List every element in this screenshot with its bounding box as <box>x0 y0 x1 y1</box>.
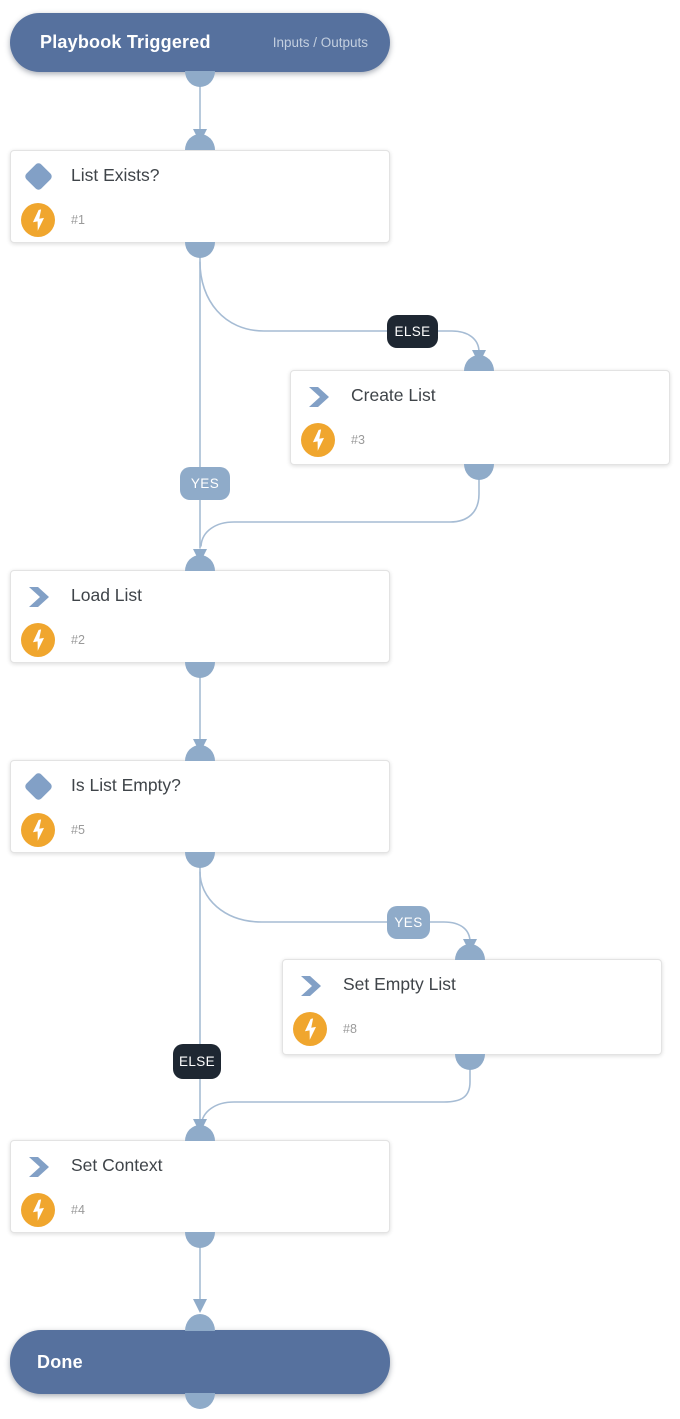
automation-bolt-icon <box>21 203 55 237</box>
task-node-set-context[interactable]: Set Context #4 <box>10 1140 390 1233</box>
connector-dome[interactable] <box>185 242 215 258</box>
task-title: Set Empty List <box>343 974 456 994</box>
task-id: #4 <box>71 1203 85 1217</box>
task-chevron-icon <box>24 582 54 612</box>
connector-dome[interactable] <box>185 1393 215 1409</box>
end-node-title: Done <box>37 1351 83 1372</box>
connector-dome[interactable] <box>185 745 215 761</box>
automation-bolt-icon <box>21 1193 55 1227</box>
edge-set-empty-list-to-set-context <box>200 1061 471 1127</box>
connector-dome[interactable] <box>185 71 215 87</box>
connector-dome[interactable] <box>455 944 485 960</box>
edge-create-list-to-load-list <box>200 471 480 547</box>
task-title: List Exists? <box>71 165 160 185</box>
task-id: #5 <box>71 823 85 837</box>
task-title: Is List Empty? <box>71 775 181 795</box>
connector-dome[interactable] <box>185 852 215 868</box>
inputs-outputs-link[interactable]: Inputs / Outputs <box>272 35 368 50</box>
task-id: #1 <box>71 213 85 227</box>
edge-label-else: ELSE <box>387 315 438 348</box>
task-node-set-empty-list[interactable]: Set Empty List #8 <box>282 959 662 1055</box>
arrowhead-icon <box>193 739 207 753</box>
task-title: Create List <box>351 385 436 405</box>
task-id: #3 <box>351 433 365 447</box>
edge-yes-to-set-empty-list <box>199 871 471 944</box>
task-title: Set Context <box>71 1155 163 1175</box>
edge-label-yes: YES <box>387 906 430 939</box>
connector-dome[interactable] <box>464 464 494 480</box>
connector-dome[interactable] <box>185 555 215 571</box>
task-node-list-exists[interactable]: List Exists? #1 <box>10 150 390 243</box>
connector-dome[interactable] <box>464 355 494 371</box>
automation-bolt-icon <box>21 813 55 847</box>
connector-dome[interactable] <box>185 1314 215 1331</box>
task-node-create-list[interactable]: Create List #3 <box>290 370 670 465</box>
task-id: #2 <box>71 633 85 647</box>
task-chevron-icon <box>296 971 326 1001</box>
automation-bolt-icon <box>21 623 55 657</box>
arrowhead-icon <box>193 549 207 563</box>
edge-label-yes: YES <box>180 467 230 500</box>
edge-label-else: ELSE <box>173 1044 221 1079</box>
arrowhead-icon <box>193 1299 207 1313</box>
arrowhead-icon <box>193 129 207 143</box>
connector-dome[interactable] <box>185 1125 215 1141</box>
task-id: #8 <box>343 1022 357 1036</box>
condition-diamond-icon <box>23 161 54 192</box>
start-node-playbook-triggered[interactable]: Playbook Triggered Inputs / Outputs <box>10 13 390 72</box>
task-title: Load List <box>71 585 143 605</box>
start-node-title: Playbook Triggered <box>40 32 211 52</box>
connector-dome[interactable] <box>455 1054 485 1070</box>
connector-dome[interactable] <box>185 662 215 678</box>
automation-bolt-icon <box>301 423 335 457</box>
connector-dome[interactable] <box>185 134 215 150</box>
end-node-done[interactable]: Done <box>10 1330 390 1394</box>
arrowhead-icon <box>193 1119 207 1133</box>
condition-diamond-icon <box>23 771 54 802</box>
task-chevron-icon <box>24 1152 54 1182</box>
task-node-load-list[interactable]: Load List #2 <box>10 570 390 663</box>
arrowhead-icon <box>472 350 486 364</box>
task-chevron-icon <box>304 382 334 412</box>
task-node-is-list-empty[interactable]: Is List Empty? #5 <box>10 760 390 853</box>
automation-bolt-icon <box>293 1012 327 1046</box>
connector-dome[interactable] <box>185 1232 215 1248</box>
arrowhead-icon <box>463 939 477 953</box>
